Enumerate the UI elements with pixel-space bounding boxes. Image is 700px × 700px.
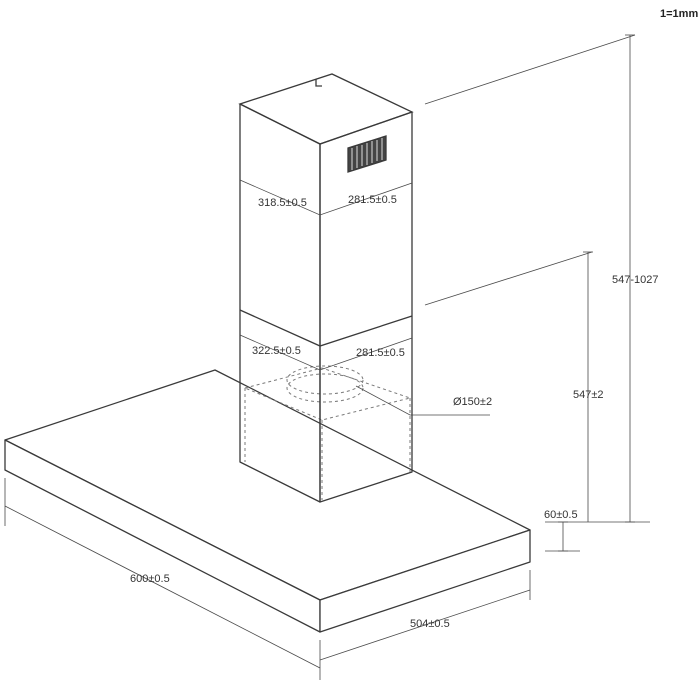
outlet-diameter-label: Ø150±2 <box>453 396 492 408</box>
vent-grille-slats <box>351 138 383 170</box>
chimney-top-opening <box>238 73 414 145</box>
outlet-ring-hidden <box>286 365 364 395</box>
chimney-joint-line <box>239 309 413 347</box>
height-fixed-label: 547±2 <box>573 389 604 401</box>
lower-chimney-dimension <box>239 334 413 371</box>
canopy-thickness-dimension <box>545 521 580 552</box>
upper-chimney-right-label: 281.5±0.5 <box>348 194 397 206</box>
lower-chimney-right-label: 281.5±0.5 <box>356 347 405 359</box>
canopy-width-label: 600±0.5 <box>130 573 170 585</box>
upper-chimney-dimension <box>239 179 413 216</box>
outlet-leader-line <box>355 385 490 416</box>
height-fixed-dimension <box>424 251 593 522</box>
canopy-right-face <box>319 529 531 633</box>
canopy-thickness-label: 60±0.5 <box>544 509 578 521</box>
scale-note: 1=1mm <box>660 8 698 20</box>
height-range-label: 547-1027 <box>612 274 659 286</box>
lower-chimney-left-label: 322.5±0.5 <box>252 345 301 357</box>
outlet-ring-hidden <box>286 373 364 403</box>
chimney-top-tab <box>315 79 322 87</box>
upper-chimney-left-label: 318.5±0.5 <box>258 197 307 209</box>
canopy-depth-label: 504±0.5 <box>410 618 450 630</box>
canopy-depth-dimension <box>319 570 531 661</box>
